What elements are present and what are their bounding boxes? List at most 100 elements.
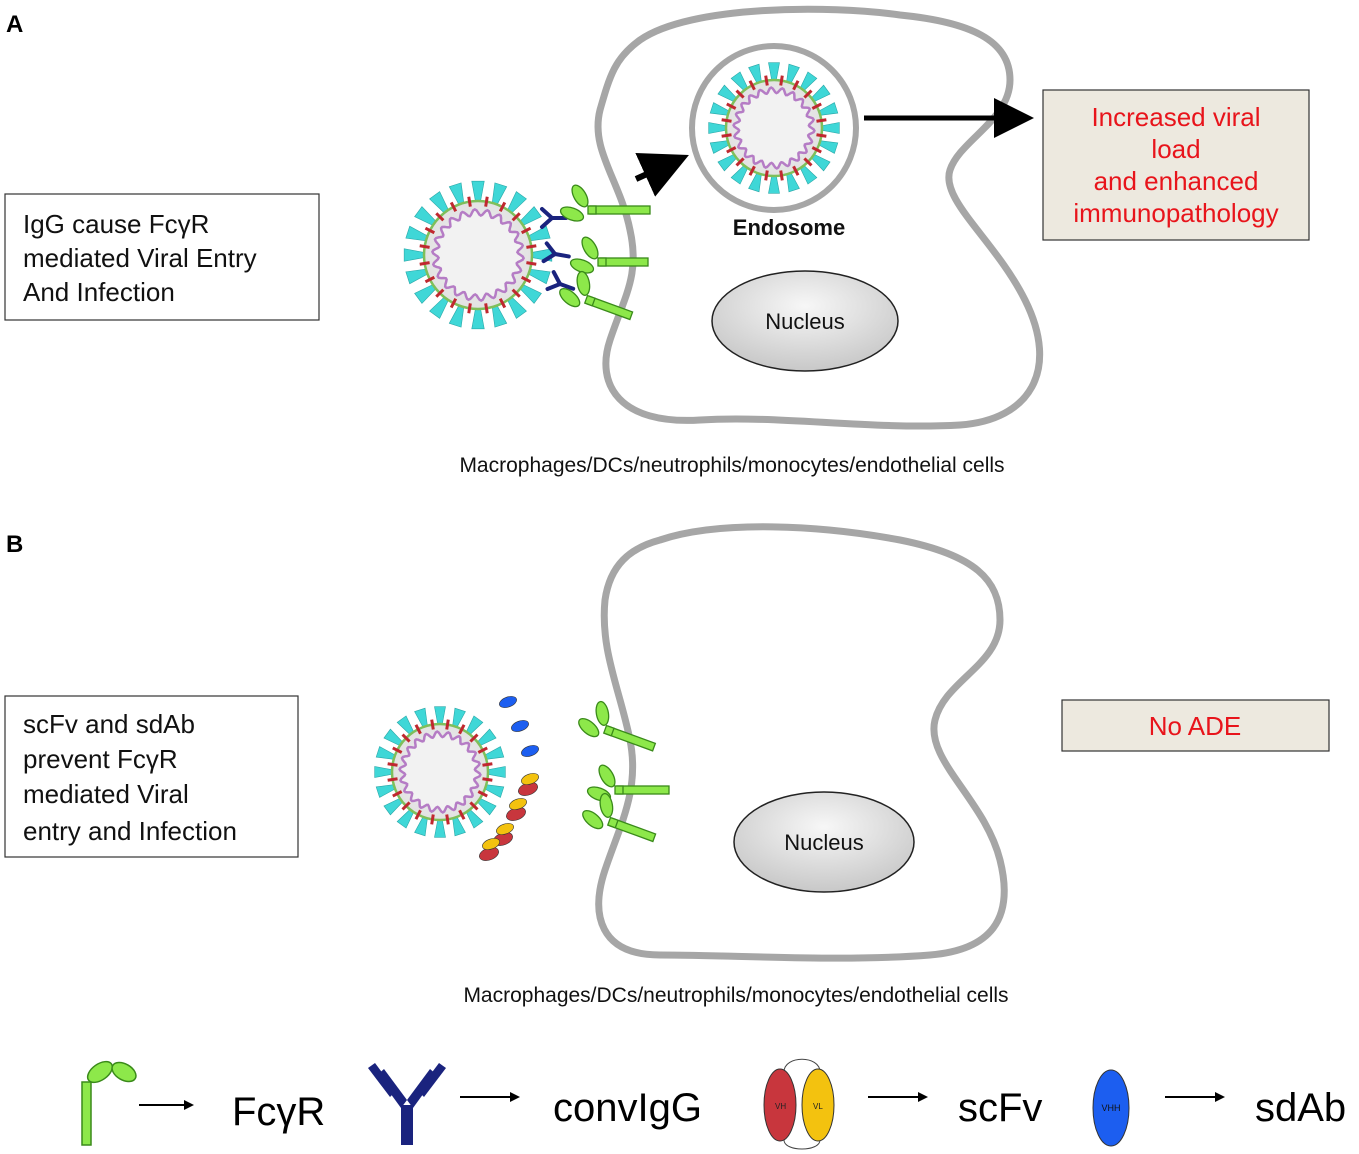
virus-spike [448, 305, 465, 328]
panel-a-info-line-2: mediated Viral Entry [23, 243, 257, 273]
panel-b-virus [374, 706, 506, 838]
panel-a-info-line-3: And Infection [23, 277, 175, 307]
panel-a-fcgr-receptors [559, 184, 651, 321]
virus-membrane-protein [803, 89, 813, 99]
virus-spike [471, 308, 485, 330]
virus-spike [374, 766, 393, 778]
panel-a-outcome-line-1: Increased viral [1091, 102, 1260, 132]
virus-spike [375, 784, 396, 798]
virus-spike [477, 797, 497, 816]
virus-membrane-protein [467, 303, 472, 314]
virus-spike [405, 268, 428, 285]
igg-antibody [540, 207, 568, 229]
virus-membrane-protein [449, 201, 458, 213]
virus-membrane-protein [721, 118, 732, 123]
virus-spike [396, 809, 415, 829]
virus-spike [487, 766, 506, 778]
virus-membrane-protein [520, 226, 532, 235]
virus-membrane-protein [482, 777, 493, 782]
legend-vh-label: VH [775, 1102, 786, 1111]
virus-membrane-protein [721, 133, 732, 138]
virus-membrane-protein [435, 212, 445, 222]
panel-a-endosome-virus [708, 62, 840, 194]
virus-membrane-protein [445, 719, 450, 730]
igg-antibody [545, 270, 576, 292]
panel-b-info-line-2: prevent FcγR [23, 744, 178, 774]
panel-b-label: B [6, 531, 23, 558]
virus-membrane-protein [484, 196, 489, 207]
virus-membrane-protein [526, 261, 537, 266]
virus-spike [519, 284, 542, 304]
fcgr-receptor [569, 236, 649, 274]
virus-spike [429, 191, 449, 214]
panel-a-cell-types: Macrophages/DCs/neutrophils/monocytes/en… [459, 454, 1004, 477]
virus-membrane-protein [520, 275, 532, 284]
virus-membrane-protein [458, 809, 466, 820]
virus-spike [477, 728, 497, 747]
virus-membrane-protein [735, 157, 745, 167]
virus-membrane-protein [779, 75, 784, 86]
virus-membrane-protein [414, 809, 422, 820]
panel-a-nucleus-label: Nucleus [765, 309, 844, 334]
virus-membrane-protein [511, 212, 521, 222]
virus-membrane-protein [748, 80, 756, 91]
legend-vl-label: VL [813, 1102, 823, 1111]
panel-a-endosome-label: Endosome [733, 215, 845, 240]
virus-spike [491, 305, 508, 328]
virus-spike [405, 225, 428, 242]
panel-a-virus [403, 180, 553, 330]
fcgr-receptor [582, 792, 657, 843]
fcgr-receptor [559, 270, 634, 321]
virus-membrane-protein [469, 801, 479, 811]
panel-a-nucleus [711, 270, 899, 372]
panel-b-fcgr-receptors [578, 700, 670, 843]
virus-spike [375, 746, 396, 760]
virus-membrane-protein [477, 746, 488, 754]
legend: FcγR convIgG VH VL scFv VHH sdAb [81, 1058, 1346, 1150]
virus-membrane-protein [387, 762, 398, 767]
antibody-fragment [521, 773, 539, 785]
legend-sdab-label: sdAb [1255, 1086, 1346, 1130]
virus-rna [398, 730, 482, 814]
virus-membrane-protein [816, 133, 827, 138]
panel-a-outcome-line-4: immunopathology [1073, 198, 1278, 228]
virus-spike [383, 728, 403, 747]
virus-rna [430, 207, 526, 303]
virus-membrane-protein [430, 719, 435, 730]
virus-membrane-protein [792, 80, 800, 91]
virus-membrane-protein [726, 102, 737, 110]
antibody-fragment [499, 696, 517, 708]
virus-membrane-protein [726, 146, 737, 154]
virus-membrane-protein [414, 724, 422, 735]
virus-membrane-protein [458, 724, 466, 735]
panel-a-info-line-1: IgG cause FcγR [23, 209, 209, 239]
legend-fcgr-icon [81, 1060, 137, 1146]
virus-membrane-protein [401, 801, 411, 811]
antibody-fragment [509, 798, 527, 810]
legend-sdab-icon: VHH [1092, 1069, 1130, 1147]
panel-b-antibody-fragments [479, 696, 539, 861]
virus-membrane-protein [477, 790, 488, 798]
virus-membrane-protein [803, 157, 813, 167]
virus-spike [528, 268, 551, 285]
virus-membrane-protein [792, 165, 800, 176]
virus-spike [491, 182, 508, 205]
virus-membrane-protein [424, 226, 436, 235]
virus-membrane-protein [764, 170, 769, 181]
fcgr-receptor [559, 184, 651, 222]
legend-scfv-icon: VH VL [763, 1058, 835, 1150]
virus-membrane-protein [401, 733, 411, 743]
virus-membrane-protein [445, 814, 450, 825]
virus-rna [732, 86, 816, 170]
virus-membrane-protein [526, 244, 537, 249]
panel-b-cell-types: Macrophages/DCs/neutrophils/monocytes/en… [463, 984, 1008, 1007]
panel-b-nucleus-label: Nucleus [784, 830, 863, 855]
virus-spike [519, 206, 542, 226]
virus-spike [448, 182, 465, 205]
virus-spike [507, 191, 527, 214]
panel-a-info-box: IgG cause FcγR mediated Viral Entry And … [4, 193, 320, 321]
virus-membrane-protein [419, 244, 430, 249]
virus-membrane-protein [735, 89, 745, 99]
virus-spike [434, 706, 446, 725]
